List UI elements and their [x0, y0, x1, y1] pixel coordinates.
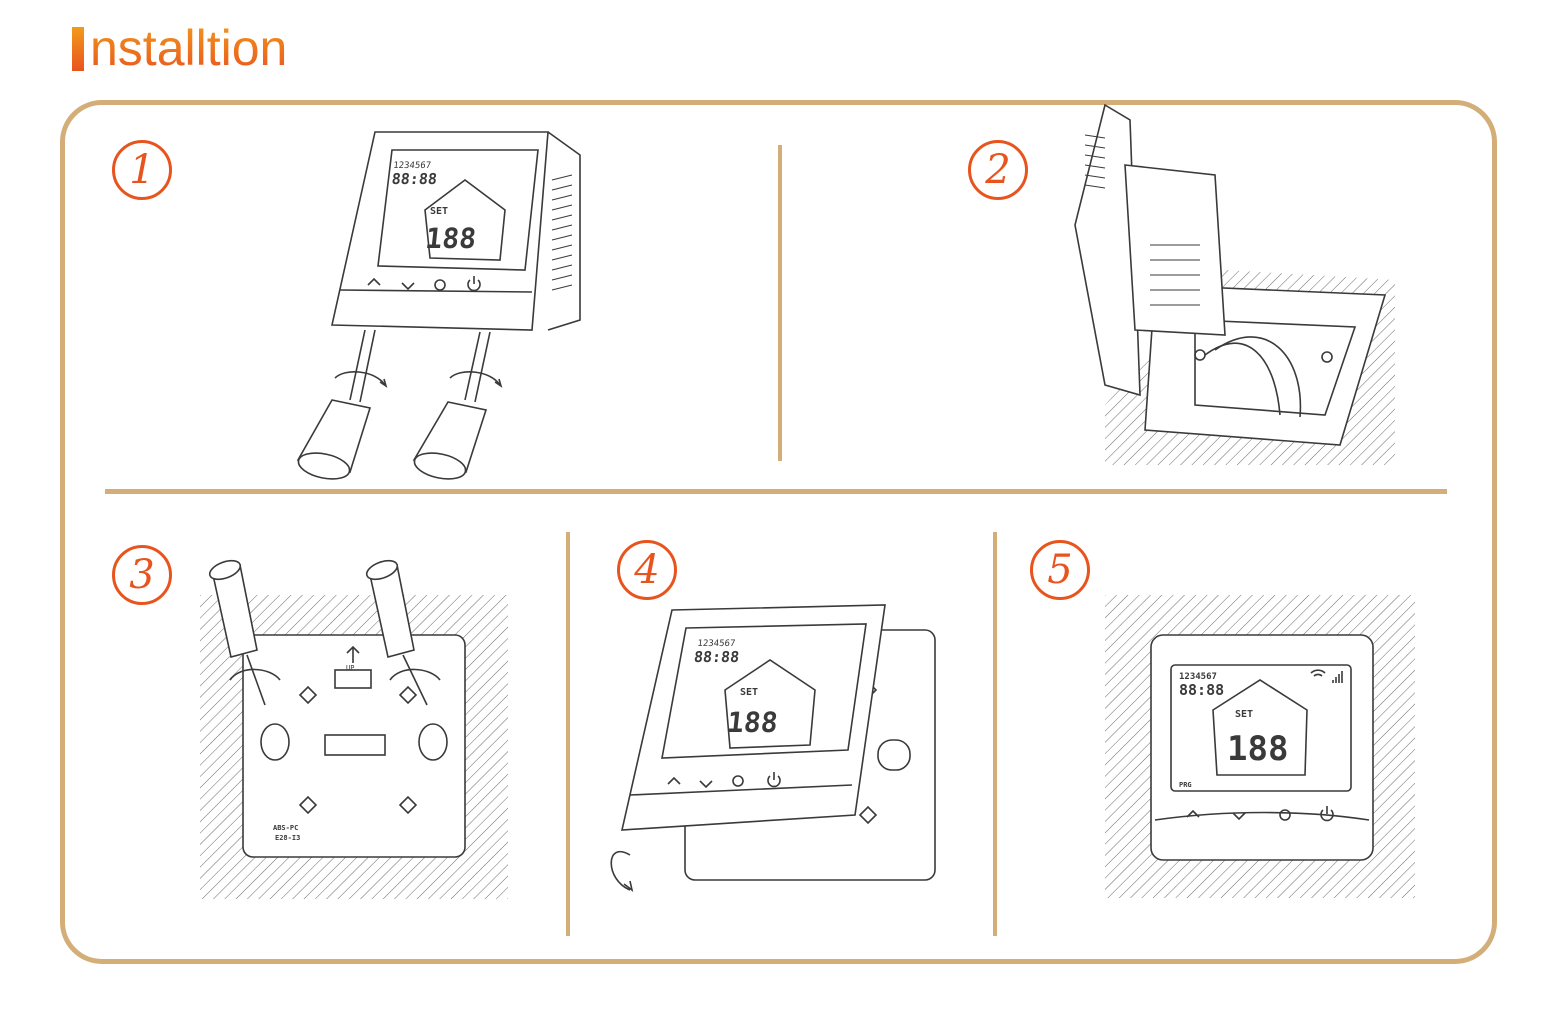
lcd-temp: 188 — [424, 222, 478, 255]
divider-vertical-bottom-right — [993, 532, 997, 936]
wire-2 — [1214, 336, 1302, 418]
lcd-screen — [377, 149, 539, 271]
step-number-2: 2 — [968, 140, 1028, 200]
step-1-illustration: 1234567 88:88 SET 188 — [296, 131, 581, 480]
screwdriver-left — [208, 559, 281, 706]
page-title: nstalltion — [72, 20, 287, 76]
step-number-3: 3 — [112, 545, 172, 605]
box-screw-hole-left — [1194, 349, 1206, 361]
chevron-down-icon — [401, 282, 415, 291]
side-vents — [551, 174, 573, 291]
chevron-up-icon — [1186, 809, 1200, 818]
rotate-arrow — [610, 851, 631, 891]
up-arrow-icon — [346, 645, 360, 663]
mount-diamond-4 — [398, 795, 418, 815]
step-4-illustration: 1234567 88:88 SET 188 — [610, 604, 936, 892]
screwdriver-right — [412, 331, 503, 480]
power-icon — [1320, 806, 1334, 822]
house-outline — [1212, 679, 1308, 776]
lcd-day-digits: 1234567 — [1179, 672, 1217, 682]
thermostat-side-depth — [547, 131, 581, 331]
step-2-illustration — [1074, 103, 1395, 465]
backplate-clip — [334, 669, 372, 689]
terminal-slots — [1150, 244, 1200, 306]
screw-slot-right — [418, 723, 448, 761]
divider-vertical-bottom-left — [566, 532, 570, 936]
lcd-day-digits: 1234567 — [697, 639, 736, 649]
house-outline — [424, 179, 506, 261]
power-icon — [767, 772, 781, 788]
backplate — [242, 634, 466, 858]
gear-icon — [434, 279, 446, 291]
button-strip-line — [339, 289, 533, 293]
lcd-temp: 188 — [725, 706, 779, 739]
title-text: nstalltion — [90, 20, 288, 76]
button-strip-line — [1154, 811, 1370, 821]
backplate-window — [324, 734, 386, 756]
terminal-block — [1124, 164, 1226, 336]
gear-icon — [1279, 809, 1291, 821]
step-number-4: 4 — [617, 540, 677, 600]
thermostat-front — [1150, 634, 1374, 861]
backplate-screw-slot — [877, 739, 911, 771]
mount-diamond-2 — [398, 685, 418, 705]
code-label: E28-I3 — [275, 834, 300, 842]
power-icon — [467, 276, 481, 292]
lcd-prog-label: PRG — [1179, 781, 1192, 789]
chevron-up-icon — [367, 277, 381, 286]
lcd-set-label: SET — [1235, 709, 1253, 720]
chevron-up-icon — [667, 776, 681, 785]
chevron-down-icon — [699, 780, 713, 789]
rotate-arrowhead — [623, 880, 634, 892]
step-number-5: 5 — [1030, 540, 1090, 600]
chevron-down-icon — [1232, 812, 1246, 821]
installation-frame — [60, 100, 1497, 964]
lcd-clock: 88:88 — [693, 648, 740, 666]
lcd-set-label: SET — [740, 687, 758, 698]
step-5-illustration: 1234567 88:88 SET 188 PRG — [1105, 595, 1415, 898]
lcd-day-digits: 1234567 — [393, 161, 432, 171]
screwdriver-right — [365, 559, 441, 706]
lcd-screen — [1170, 664, 1352, 792]
mount-diamond-3 — [298, 795, 318, 815]
box-screw-hole-right — [1321, 351, 1333, 363]
step-3-illustration: UP ABS-PC E28-I3 — [200, 559, 508, 899]
gear-icon — [732, 775, 744, 787]
screwdriver-left — [296, 329, 388, 480]
signal-icon — [1332, 671, 1343, 683]
screw-slot-left — [260, 723, 290, 761]
lcd-temp: 188 — [1227, 729, 1288, 769]
step-number-1: 1 — [112, 140, 172, 200]
lcd-clock: 88:88 — [391, 170, 438, 188]
thermostat-back-tilted — [1074, 103, 1141, 397]
mount-diamond-1 — [298, 685, 318, 705]
title-first-letter-bar — [72, 27, 84, 71]
lcd-set-label: SET — [430, 206, 448, 217]
lcd-clock: 88:88 — [1179, 681, 1224, 699]
up-label: UP — [346, 664, 354, 672]
material-label: ABS-PC — [273, 824, 298, 832]
button-strip-line — [629, 784, 853, 796]
house-outline — [724, 659, 816, 749]
divider-horizontal — [105, 489, 1447, 494]
mount-diamond-lower — [858, 805, 878, 825]
back-vents — [1084, 134, 1106, 189]
wifi-icon — [1310, 669, 1326, 677]
divider-vertical-top — [778, 145, 782, 461]
lcd-screen — [661, 623, 867, 759]
